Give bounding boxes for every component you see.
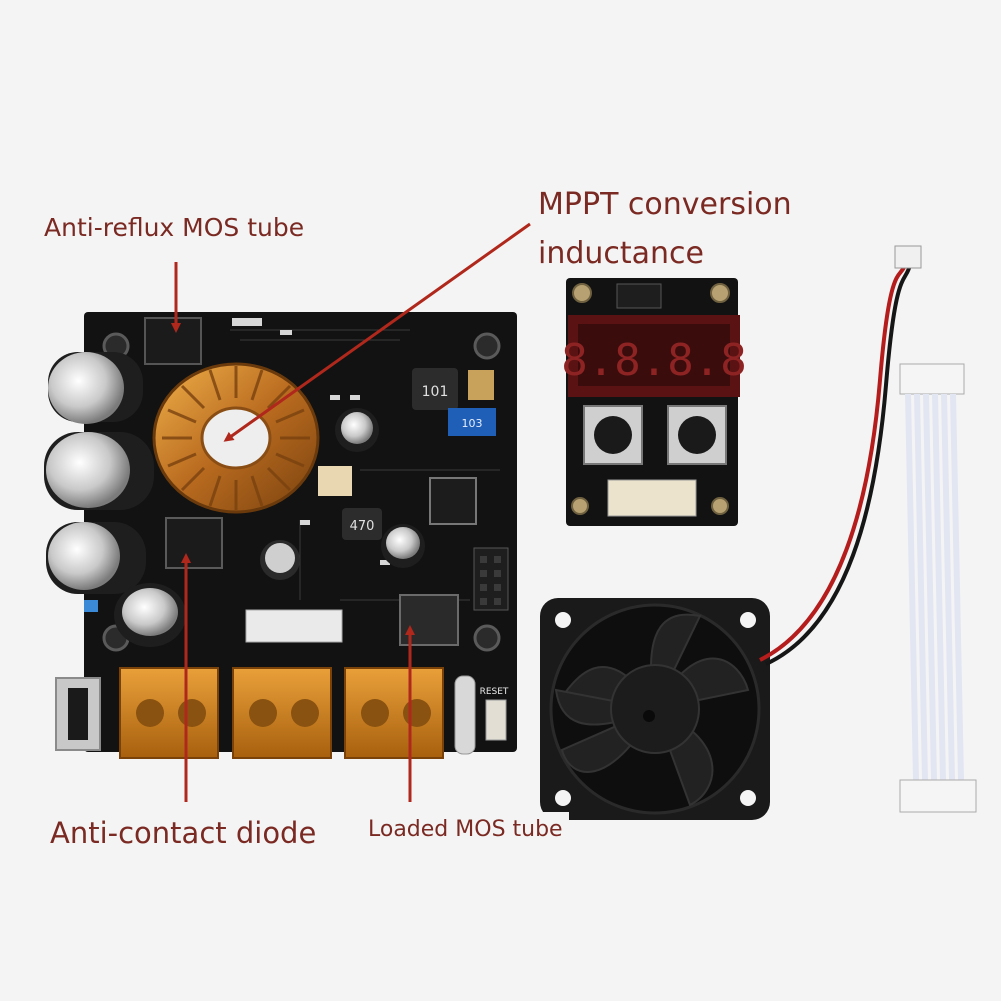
capacitor bbox=[46, 522, 146, 594]
capacitor bbox=[260, 540, 300, 580]
label-mppt-inductance: MPPT conversion inductance bbox=[538, 180, 792, 278]
svg-text:101: 101 bbox=[422, 384, 449, 400]
fan-cable bbox=[759, 264, 912, 666]
display-module: 8.8.8.8 bbox=[561, 278, 747, 526]
capacitor bbox=[48, 352, 143, 424]
label-mppt-line1: MPPT conversion bbox=[538, 187, 792, 222]
screw-terminal bbox=[344, 667, 444, 759]
label-loaded-mos: Loaded MOS tube bbox=[362, 812, 569, 848]
capacitor bbox=[335, 408, 379, 452]
mppt-inductor bbox=[152, 362, 320, 514]
svg-text:103: 103 bbox=[462, 417, 483, 430]
trimmer-potentiometer: 103 bbox=[448, 408, 496, 436]
usb-port bbox=[55, 677, 101, 751]
anti-contact-diode bbox=[165, 517, 223, 569]
connector-cn2 bbox=[245, 609, 343, 643]
tantalum-capacitor bbox=[468, 370, 494, 400]
ribbon-cable bbox=[899, 363, 977, 813]
label-mppt-line2: inductance bbox=[538, 236, 705, 271]
fan-connector bbox=[894, 245, 922, 269]
cooling-fan bbox=[540, 598, 770, 820]
capacitor bbox=[381, 524, 425, 568]
capacitor bbox=[114, 583, 186, 647]
seven-segment-display: 8.8.8.8 bbox=[561, 315, 747, 397]
reset-label: RESET bbox=[480, 687, 509, 697]
reset-button bbox=[485, 699, 507, 741]
push-button bbox=[583, 405, 643, 465]
screw-terminal bbox=[232, 667, 332, 759]
svg-text:470: 470 bbox=[350, 519, 375, 534]
screw-terminal bbox=[119, 667, 219, 759]
connector bbox=[318, 466, 352, 496]
pin-header bbox=[473, 547, 509, 611]
label-anti-reflux-mos: Anti-reflux MOS tube bbox=[44, 213, 305, 242]
label-anti-contact-diode: Anti-contact diode bbox=[50, 816, 317, 850]
svg-text:8.8.8.8: 8.8.8.8 bbox=[561, 335, 746, 386]
small-capacitor bbox=[84, 600, 98, 612]
main-board: 101 470 103 bbox=[44, 312, 517, 759]
smd-inductor: 101 bbox=[412, 368, 458, 410]
push-button bbox=[667, 405, 727, 465]
connector bbox=[607, 479, 697, 517]
microcontroller-chip bbox=[429, 477, 477, 525]
arrow-mppt bbox=[223, 222, 531, 442]
anti-reflux-mos bbox=[144, 317, 202, 365]
fuse bbox=[454, 675, 476, 755]
smd-inductor: 470 bbox=[342, 508, 382, 540]
capacitor bbox=[44, 432, 154, 510]
annotation-arrows bbox=[171, 222, 531, 802]
